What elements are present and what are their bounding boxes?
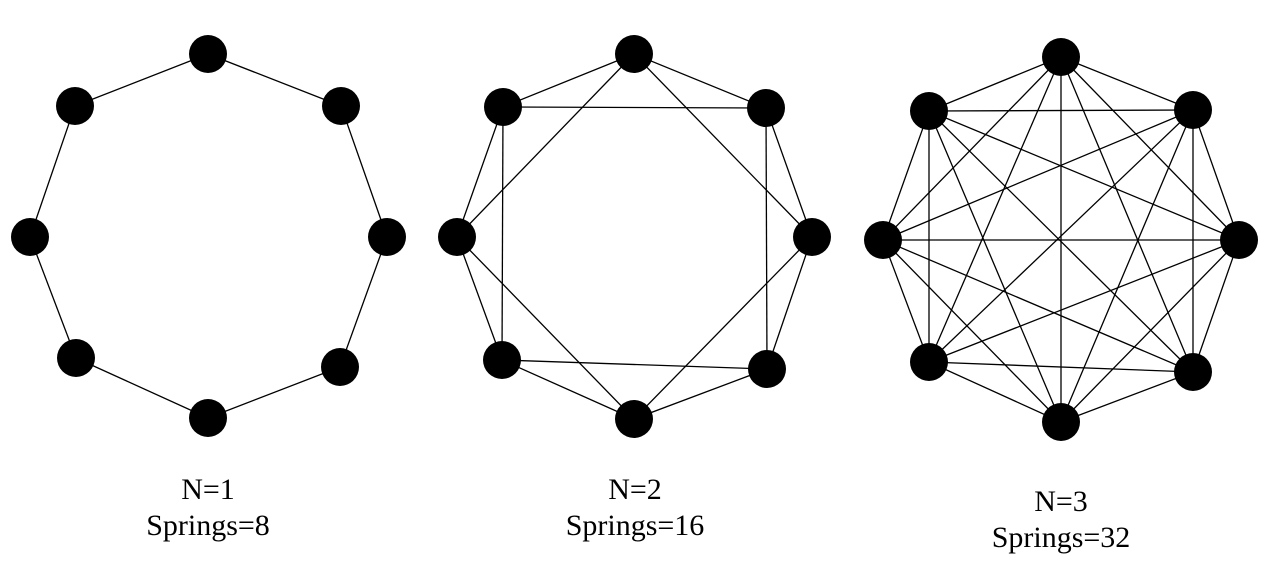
mass-node (1174, 353, 1212, 391)
spring-edge (456, 236, 503, 361)
spring-edge (765, 107, 768, 370)
spring-edge (29, 236, 77, 359)
spring-edge (882, 56, 1062, 241)
spring-edge (456, 106, 504, 238)
mass-node (322, 87, 360, 125)
spring-edge (928, 56, 1062, 363)
spring-edge (766, 236, 813, 370)
spring-edge (928, 239, 1240, 363)
spring-edge (29, 105, 76, 238)
spring-edge (633, 53, 767, 109)
spring-edge (75, 357, 209, 419)
spring-edge (1060, 56, 1240, 241)
spring-edge (502, 106, 767, 109)
spring-edge (340, 105, 388, 238)
spring-edge (502, 53, 635, 108)
spring-edge (207, 53, 342, 107)
mass-node (56, 87, 94, 125)
mass-node (748, 350, 786, 388)
spring-edge (1060, 239, 1240, 423)
graph-n1 (11, 35, 406, 437)
spring-edge (928, 56, 1062, 112)
spring-edge (1060, 109, 1194, 423)
spring-edge (882, 239, 930, 363)
mass-node (11, 218, 49, 256)
springs-label: Springs=16 (565, 509, 705, 542)
spring-edge (882, 239, 1194, 373)
caption-n3: N=3 Springs=32 (941, 484, 1181, 556)
mass-node (368, 218, 406, 256)
spring-edge (207, 366, 341, 419)
spring-edge (928, 110, 1240, 241)
springs-label: Springs=32 (991, 521, 1131, 554)
mass-node (910, 343, 948, 381)
spring-edge (633, 53, 813, 238)
spring-edge (1192, 109, 1240, 241)
mass-node (747, 89, 785, 127)
spring-edge (501, 359, 635, 420)
spring-edge (339, 236, 388, 368)
mass-node (189, 399, 227, 437)
mass-node (615, 35, 653, 73)
spring-edge (882, 109, 1194, 241)
spring-edge (765, 107, 813, 238)
mass-node (910, 92, 948, 130)
spring-edge (928, 110, 1062, 423)
mass-node (864, 221, 902, 259)
spring-edge (928, 361, 1062, 423)
mass-node (793, 218, 831, 256)
spring-edge (882, 110, 930, 241)
spring-edge (456, 53, 635, 238)
spring-edge (1192, 239, 1240, 373)
spring-edge (928, 110, 1194, 373)
springs-label: Springs=8 (146, 509, 270, 542)
spring-edge (74, 53, 209, 107)
spring-edge (1060, 56, 1194, 373)
spring-edge (501, 106, 504, 361)
mass-node (1174, 91, 1212, 129)
mass-node (1220, 221, 1258, 259)
mass-node (189, 35, 227, 73)
mass-node (1042, 38, 1080, 76)
n-label: N=2 (608, 473, 662, 506)
caption-n1: N=1 Springs=8 (88, 472, 328, 544)
caption-n2: N=2 Springs=16 (515, 472, 755, 544)
n-label: N=3 (1034, 485, 1088, 518)
spring-edge (882, 239, 1062, 423)
spring-edge (456, 236, 635, 420)
graph-n2 (438, 35, 831, 438)
graph-n3 (864, 38, 1258, 441)
spring-edge (1060, 371, 1194, 423)
spring-edge (633, 368, 768, 420)
mass-node (321, 348, 359, 386)
spring-edge (1060, 56, 1194, 111)
n-label: N=1 (181, 473, 235, 506)
mass-node (438, 218, 476, 256)
spring-edge (633, 236, 813, 420)
mass-node (1042, 403, 1080, 441)
spring-edge (928, 109, 1194, 363)
spring-edge (501, 359, 768, 370)
mass-node (484, 88, 522, 126)
mass-node (57, 339, 95, 377)
mass-node (483, 341, 521, 379)
mass-node (615, 400, 653, 438)
